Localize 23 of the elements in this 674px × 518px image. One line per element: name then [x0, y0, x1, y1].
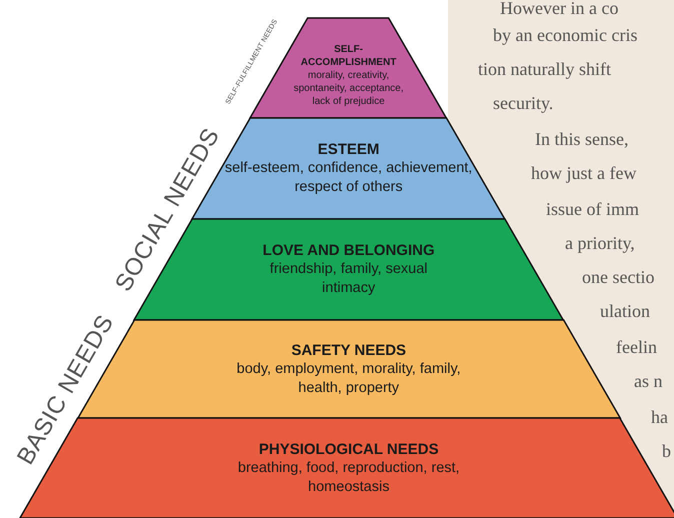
paragraph-line: how just a few [531, 162, 636, 185]
tier-description: morality, creativity, spontaneity, acceptance, lack of prejudice [292, 68, 404, 108]
tier-description: body, employment, morality, family, health, property [236, 360, 462, 398]
paragraph-line: b [662, 440, 671, 463]
paragraph-line: feelin [616, 336, 657, 359]
paragraph-line: as n [634, 370, 662, 393]
tier-description: friendship, family, sexual intimacy [268, 260, 428, 298]
tier-heading: SAFETY NEEDS [291, 340, 406, 360]
tier-description: breathing, food, reproduction, rest, homeostasis [236, 458, 461, 496]
tier-heading: ESTEEM [318, 140, 380, 159]
paragraph-line: by an economic cris [493, 24, 638, 47]
paragraph-line: However in a co [500, 0, 618, 20]
tier-heading: PHYSIOLOGICAL NEEDS [258, 440, 439, 458]
paragraph-line: issue of imm [546, 198, 639, 221]
paragraph-line: tion naturally shift [478, 58, 611, 81]
paragraph-line: one sectio [582, 266, 654, 289]
paragraph-line: a priority, [565, 232, 635, 255]
paragraph-line: ha [651, 406, 668, 429]
paragraph-line: In this sense, [535, 128, 628, 151]
tier-description: self-esteem, confidence, achievement, respect of others [224, 159, 474, 197]
tier-heading: LOVE AND BELONGING [262, 241, 435, 260]
paragraph-line: ulation [600, 300, 650, 323]
paragraph-line: security. [493, 92, 554, 115]
